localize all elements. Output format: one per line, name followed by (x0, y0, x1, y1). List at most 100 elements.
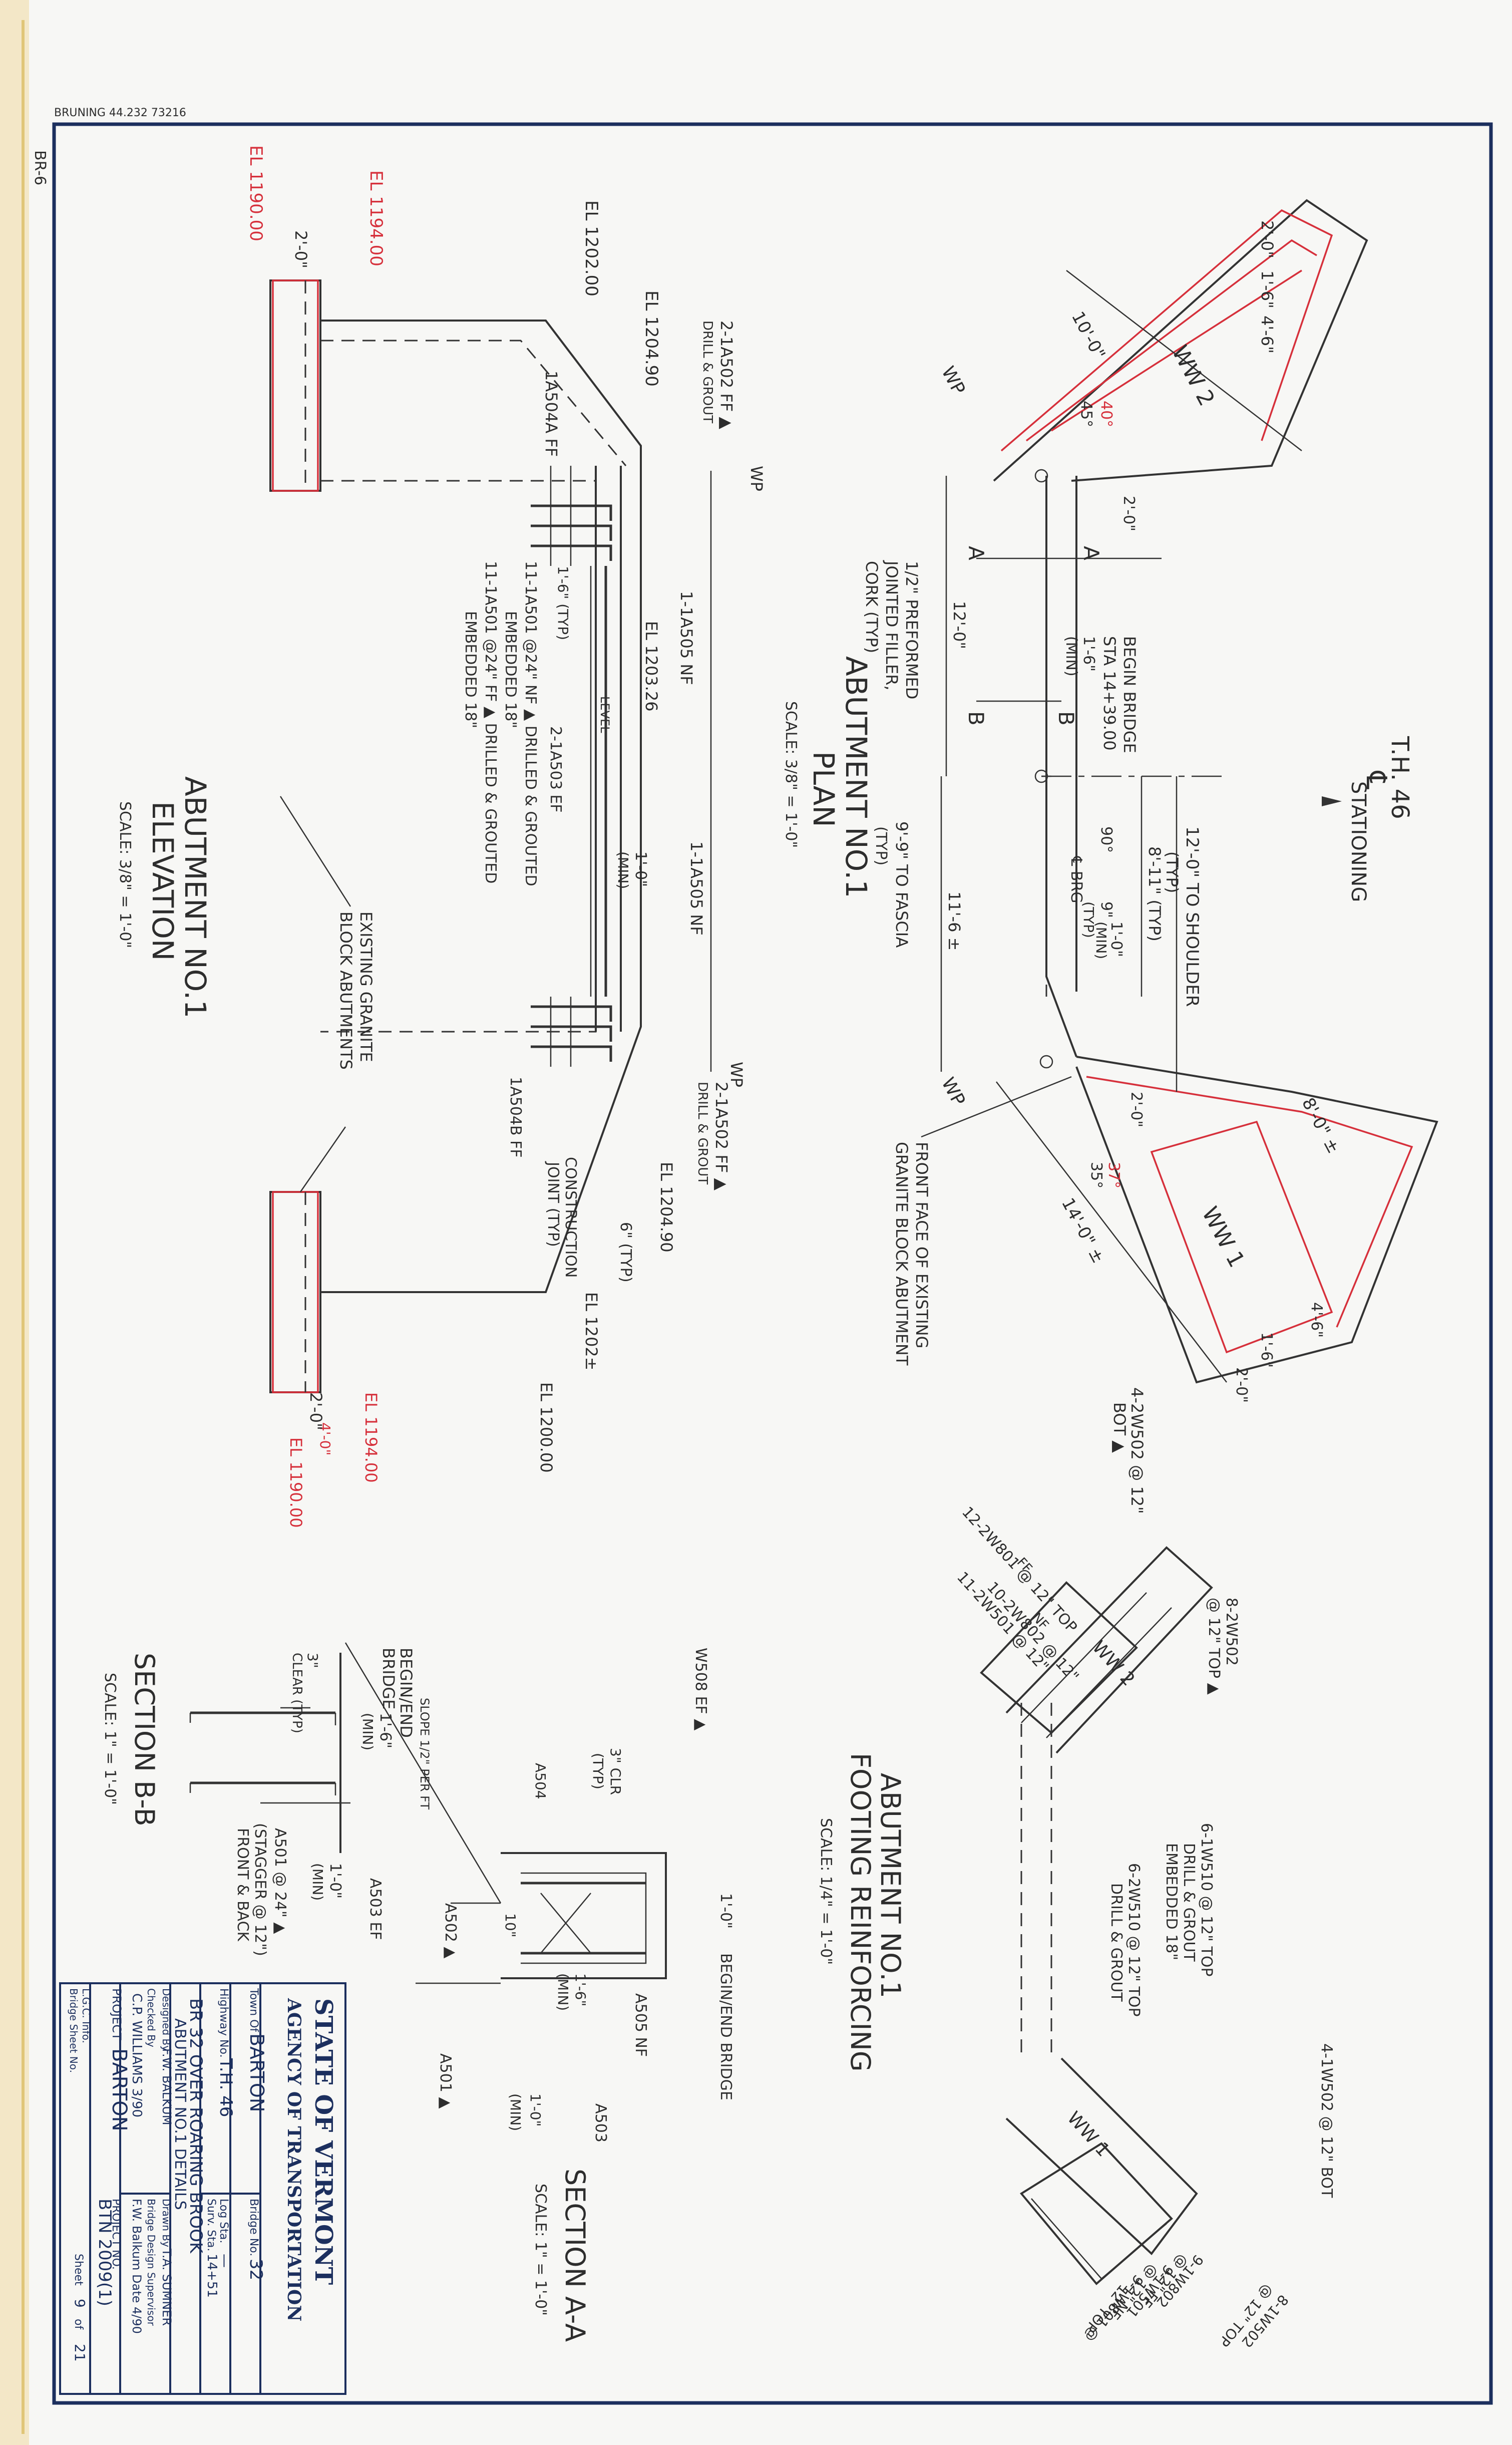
stationing-arrow-icon (1322, 796, 1342, 806)
section-b-marker-left: B (964, 711, 988, 726)
tb-highway: T.H. 46 (216, 2058, 236, 2117)
elevation-view: EL 1190.00 EL 1194.00 EL 1202.00 EL 1204… (116, 145, 766, 1528)
level-label: LEVEL (598, 696, 612, 733)
tb-project-label: PROJECT (110, 1988, 124, 2040)
a501-ff: 11-1A501 @24" FF ▲ DRILLED & GROUTED (482, 561, 499, 883)
w502-1-bot: 4-1W502 @ 12" BOT (1318, 2043, 1335, 2198)
stationing-label: STATIONING (1347, 781, 1370, 902)
existing-granite-note: EXISTING GRANITE (356, 911, 375, 1062)
angle-45: 45° (1077, 401, 1095, 427)
binding-strip (0, 0, 29, 2445)
w510b-top: 6-2W510 @ 12" TOP (1125, 1863, 1143, 2017)
title-block: STATE OF VERMONT AGENCY OF TRANSPORTATIO… (59, 1982, 346, 2395)
dim-12-0: 12'-0" (950, 601, 969, 649)
bb-1-0: 1'-0" (326, 1863, 344, 1899)
tb-surv-sta-label: Surv. Sta. (205, 2199, 217, 2251)
el-1203-26: EL 1203.26 (642, 621, 661, 712)
section-b-marker-right: B (1054, 711, 1078, 726)
bb-a501: A501 @ 24" ▲ (271, 1828, 289, 1934)
sheet-border (52, 122, 1493, 2405)
sta-note: STA 14+39.00 (1100, 636, 1119, 751)
bb-begin-end: BEGIN/END (397, 1648, 416, 1738)
a504a: 1A504A FF (542, 371, 561, 457)
top-stamp: BRUNING 44.232 73216 (54, 107, 186, 119)
footing-title-2: FOOTING REINFORCING (845, 1753, 876, 2072)
back-face-dash (320, 340, 627, 466)
footing-title-1: ABUTMENT NO.1 (875, 1773, 906, 1998)
centerline-symbol: ℄ (1360, 770, 1392, 789)
min-1-0-plan: (MIN) (1093, 922, 1109, 959)
bb-clear: 3" (304, 1653, 321, 1668)
footing-scale: SCALE: 1/4" = 1'-0" (817, 1818, 835, 1965)
tb-designed: F.W. BALKUM (160, 2048, 174, 2125)
dim-11-6: 11'-6 ± (945, 891, 964, 951)
tb-supervisor-label: Bridge Design Supervisor (145, 2199, 157, 2326)
w502-top: 8-2W502 (1223, 1598, 1240, 1666)
aa-a502: A502 ▲ (442, 1903, 459, 1958)
bb-a503: A503 EF (366, 1878, 384, 1940)
a502-lower: 2-1A502 FF ▲ (712, 1082, 731, 1190)
dowel-bars-upper (531, 466, 612, 566)
bb-stagger: (STAGGER @ 12") (251, 1823, 269, 1956)
tb-sheet-total: 21 (72, 2344, 88, 2362)
aa-typ: (TYP) (590, 1753, 606, 1789)
tb-checked: C.P. WILLIAMS 3/90 (129, 1993, 144, 2117)
a502-upper: 2-1A502 FF ▲ (717, 321, 736, 429)
el-1202: EL 1202.00 (581, 200, 601, 296)
tb-highway-label: Highway No. (217, 1988, 230, 2058)
cl-bearing: ℄ BRG (1067, 856, 1085, 903)
aa-a503: A503 (592, 2103, 609, 2143)
front-face-note: FRONT FACE OF EXISTING (912, 1142, 931, 1348)
dim-12-0-shoulder: 12'-0" TO SHOULDER (1182, 826, 1202, 1007)
aa-a505: A505 NF (632, 1993, 649, 2057)
dim-2-0-wp: 2'-0" (1120, 496, 1138, 531)
a503-ef: 2-1A503 EF (547, 726, 564, 813)
embedded-2: EMBEDDED 18" (462, 611, 479, 728)
w510-top: 6-1W510 @ 12" TOP (1198, 1823, 1215, 1977)
plan-title-1: ABUTMENT NO.1 (839, 656, 873, 898)
el-1194-upper: EL 1194.00 (366, 170, 386, 266)
block-abutments-note: BLOCK ABUTMENTS (336, 911, 355, 1070)
tb-sheet-label: Sheet (72, 2254, 85, 2286)
el-1204-90-upper: EL 1204.90 (641, 290, 661, 387)
aa-title: SECTION A-A (559, 2169, 591, 2342)
dim-9-9-fascia: 9'-9" TO FASCIA (892, 821, 911, 948)
tb-project-no: BTN 2009(1) (95, 2199, 115, 2306)
aa-min-2: (MIN) (507, 2093, 524, 2131)
bb-min: (MIN) (359, 1713, 376, 1750)
cork-note: CORK (TYP) (862, 561, 881, 653)
typ-1-6: 1'-6" (TYP) (555, 566, 571, 640)
dim-2-0-ww2: 2'-0" (1258, 220, 1277, 258)
angle-90: 90° (1097, 826, 1115, 853)
elevation-title-1: ABUTMENT NO.1 (178, 776, 212, 1018)
tb-checked-label: Checked By (145, 1988, 157, 2047)
tb-town: BARTON (246, 2033, 268, 2112)
tb-supervisor: F.W. Balkum Date 4/90 (130, 2199, 144, 2334)
typ-shoulder: (TYP) (1163, 851, 1182, 893)
angle-40: 40° (1097, 401, 1115, 427)
bb-front-back: FRONT & BACK (234, 1828, 251, 1942)
road-label: T.H. 46 (1386, 736, 1414, 819)
tb-desc-1: BR 32 OVER ROARING BROOK (186, 1998, 206, 2254)
a505-nf-lower: 1-1A505 NF (687, 841, 706, 936)
dim-4-0: 4'-0" (317, 1422, 333, 1455)
tb-designed-label: Designed By (160, 1988, 172, 2051)
section-bb: BEGIN/END BRIDGE 3" CLEAR (TYP) 1'-6" (M… (101, 1642, 502, 1956)
section-a-marker-left: A (964, 546, 988, 560)
bb-bridge: BRIDGE (379, 1648, 398, 1709)
begin-bridge-note: BEGIN BRIDGE (1120, 636, 1139, 753)
bb-title: SECTION B-B (129, 1653, 160, 1826)
aa-w508: W508 EF ▲ (692, 1648, 709, 1730)
dim-4-6-ww1: 4'-6" (1308, 1302, 1325, 1338)
min-elev: (MIN) (615, 851, 631, 889)
dowel-bars-lower (531, 997, 612, 1067)
tb-of-label: of (72, 2319, 85, 2330)
ww2-footing (1005, 1546, 1213, 1754)
tb-bridge-no: 32 (246, 2259, 266, 2280)
plan-scale: SCALE: 3/8" = 1'-0" (782, 701, 800, 848)
aa-1-6: 1'-6" (572, 1973, 589, 2006)
tb-sheet-no: 9 (72, 2299, 88, 2308)
granite-block-note: GRANITE BLOCK ABUTMENT (892, 1142, 911, 1366)
dim-1-6-ww1: 1'-6" (1258, 1332, 1275, 1368)
